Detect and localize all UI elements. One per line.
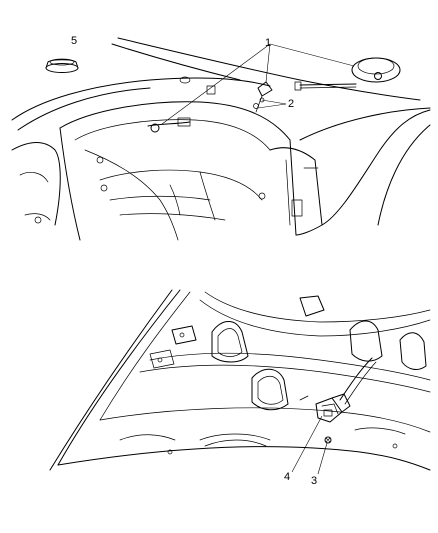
callout-2: 2	[288, 98, 294, 110]
trunk-lid-underside-illustration	[49, 289, 431, 471]
ball-stud-part-1	[294, 57, 401, 91]
callout-4: 4	[284, 471, 290, 483]
leader-lines-bottom	[291, 415, 328, 475]
trunk-opening-illustration	[11, 37, 431, 241]
plug-part-5	[45, 58, 79, 73]
bolt-part-3	[324, 436, 332, 444]
callout-3: 3	[311, 475, 317, 487]
callout-1: 1	[265, 37, 271, 49]
leader-lines-top	[161, 43, 355, 125]
callout-5: 5	[71, 35, 77, 47]
latch-part-4	[315, 393, 351, 423]
